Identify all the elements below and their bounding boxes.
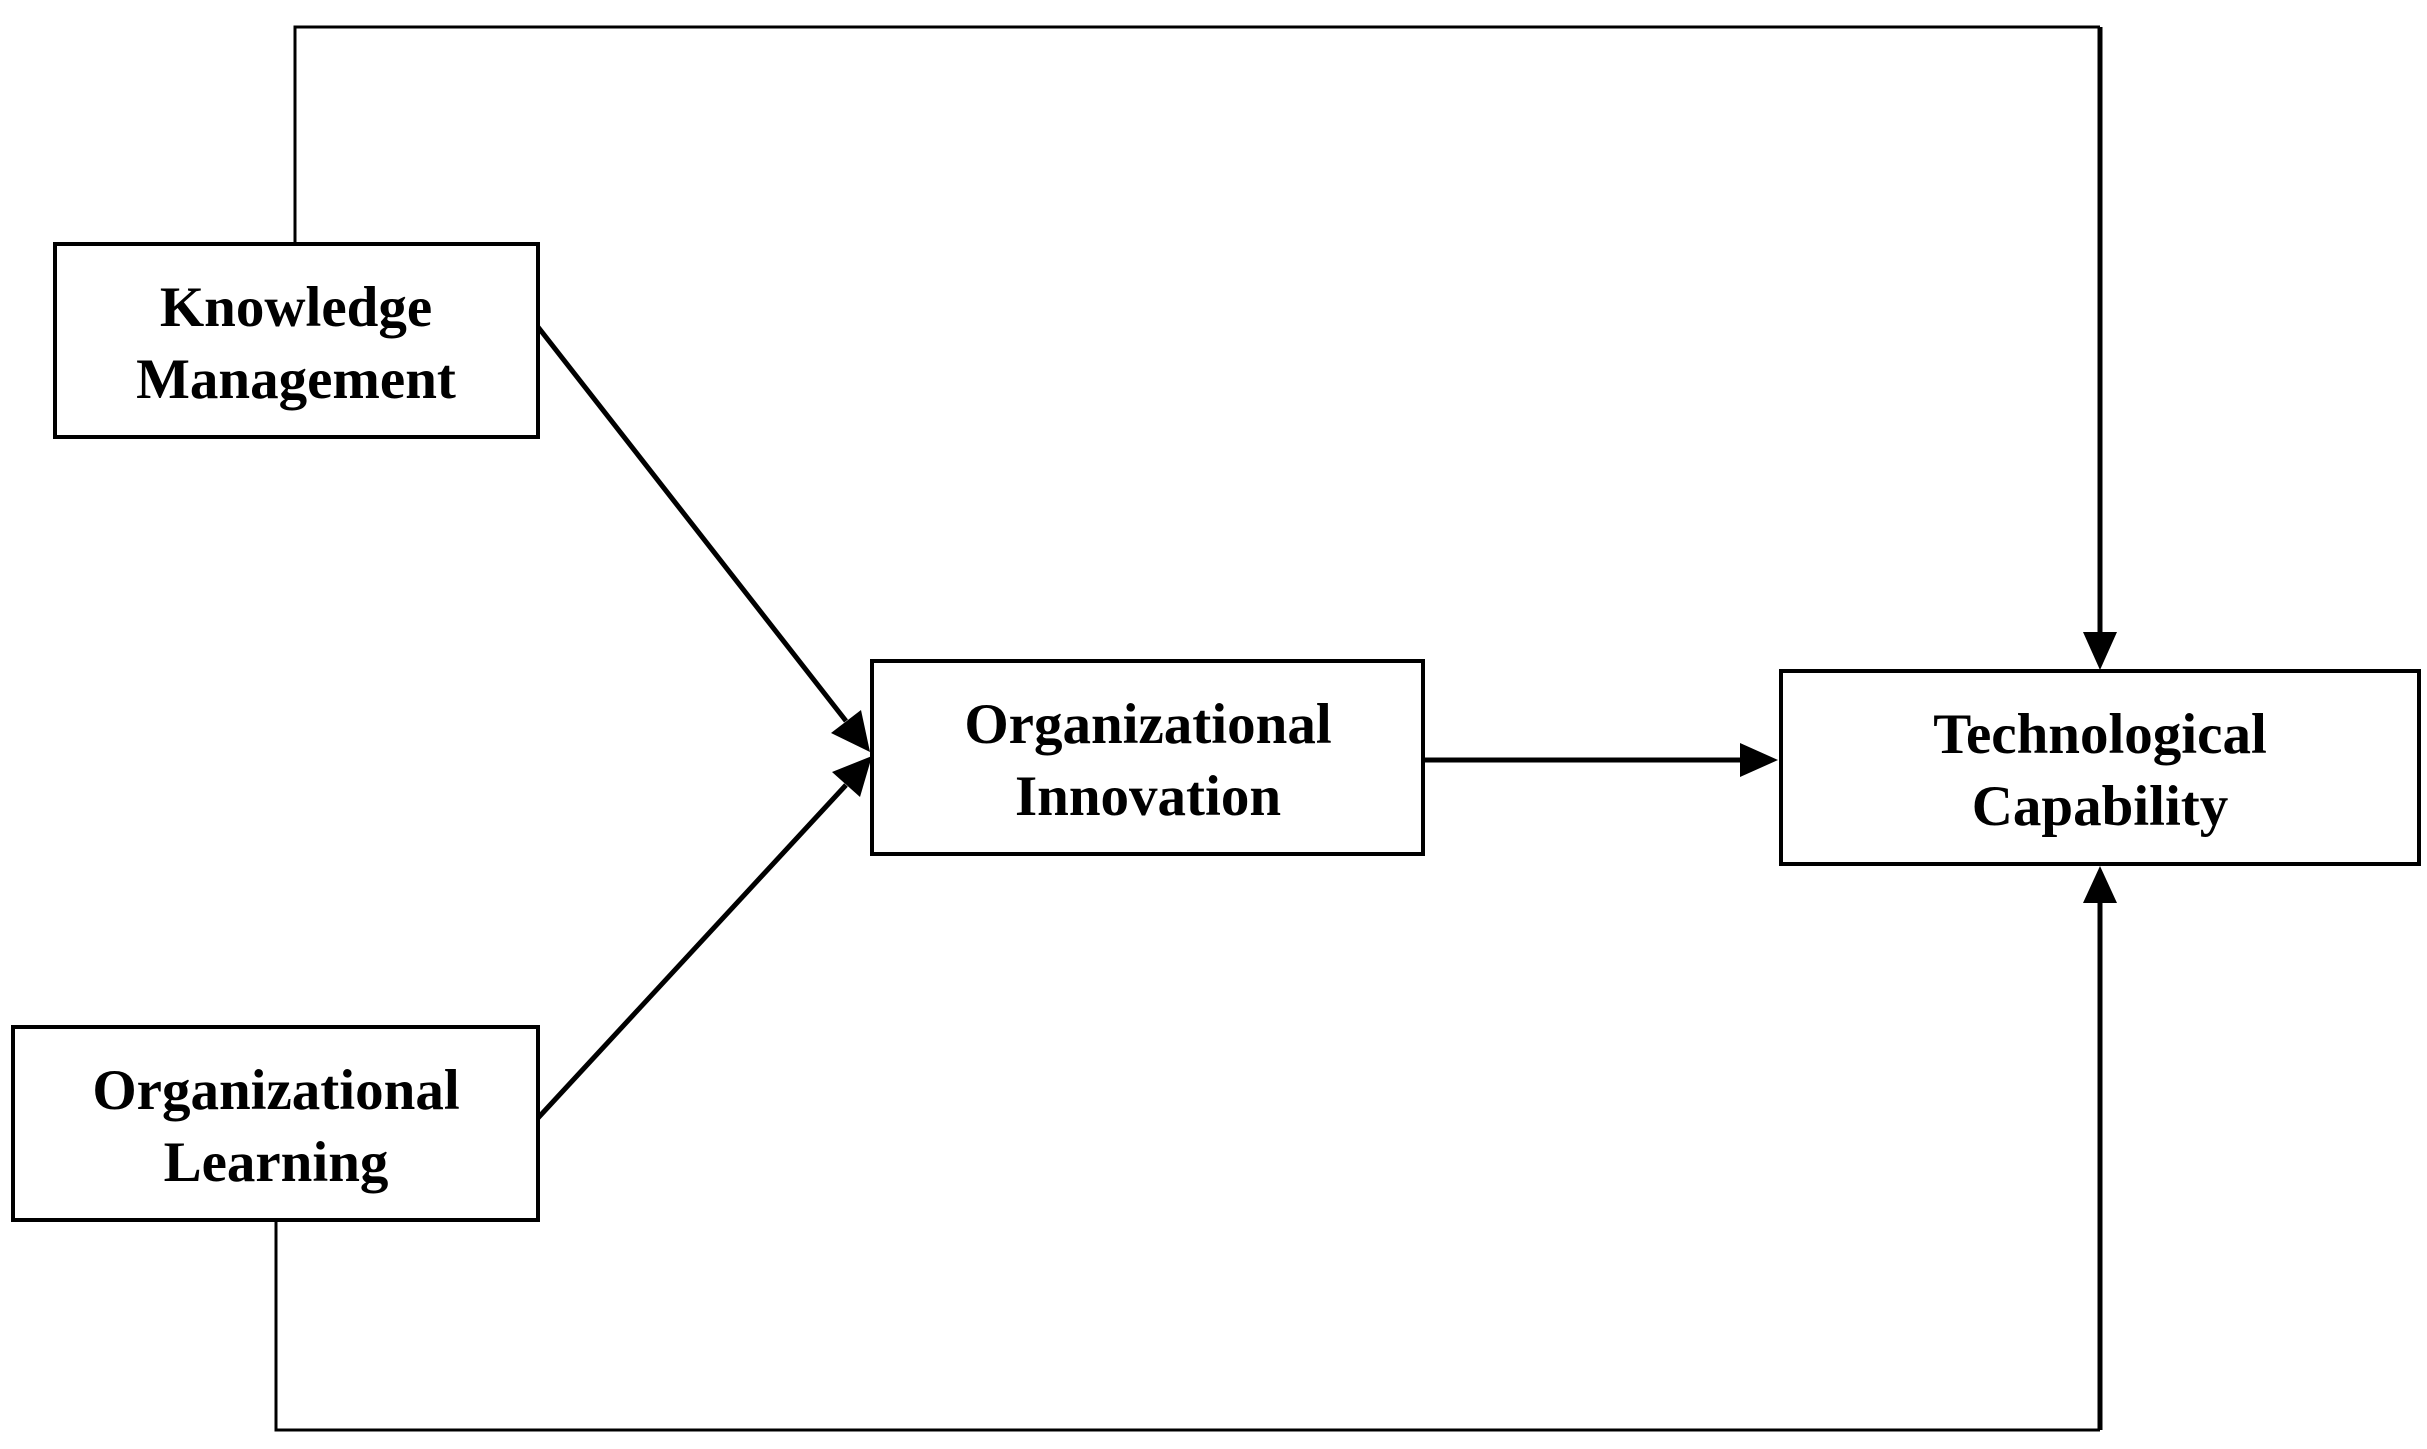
arrowhead-icon [2083, 866, 2117, 903]
node-label: Learning [164, 1131, 389, 1194]
arrowhead-icon [832, 756, 872, 797]
node-label: Management [136, 348, 456, 411]
arrowhead-icon [831, 710, 870, 752]
node-technological-capability: Technological Capability [1779, 669, 2421, 866]
edge-oi-to-tc [1423, 743, 1778, 777]
node-label: Organizational [92, 1059, 459, 1122]
edge-ol-to-oi [536, 756, 872, 1120]
arrowhead-icon [1740, 743, 1778, 777]
edge-ol-to-tc [274, 866, 2117, 1432]
node-organizational-learning: Organizational Learning [11, 1025, 540, 1222]
edge-km-to-oi [536, 325, 870, 752]
node-label: Technological [1933, 703, 2267, 766]
node-organizational-innovation: Organizational Innovation [870, 659, 1425, 856]
node-label: Innovation [1015, 765, 1281, 828]
node-label: Organizational [964, 693, 1331, 756]
node-label: Capability [1972, 775, 2229, 838]
node-label: Knowledge [160, 276, 432, 339]
node-knowledge-management: Knowledge Management [53, 242, 540, 439]
edge-km-to-tc [293, 25, 2117, 670]
arrowhead-icon [2083, 632, 2117, 670]
